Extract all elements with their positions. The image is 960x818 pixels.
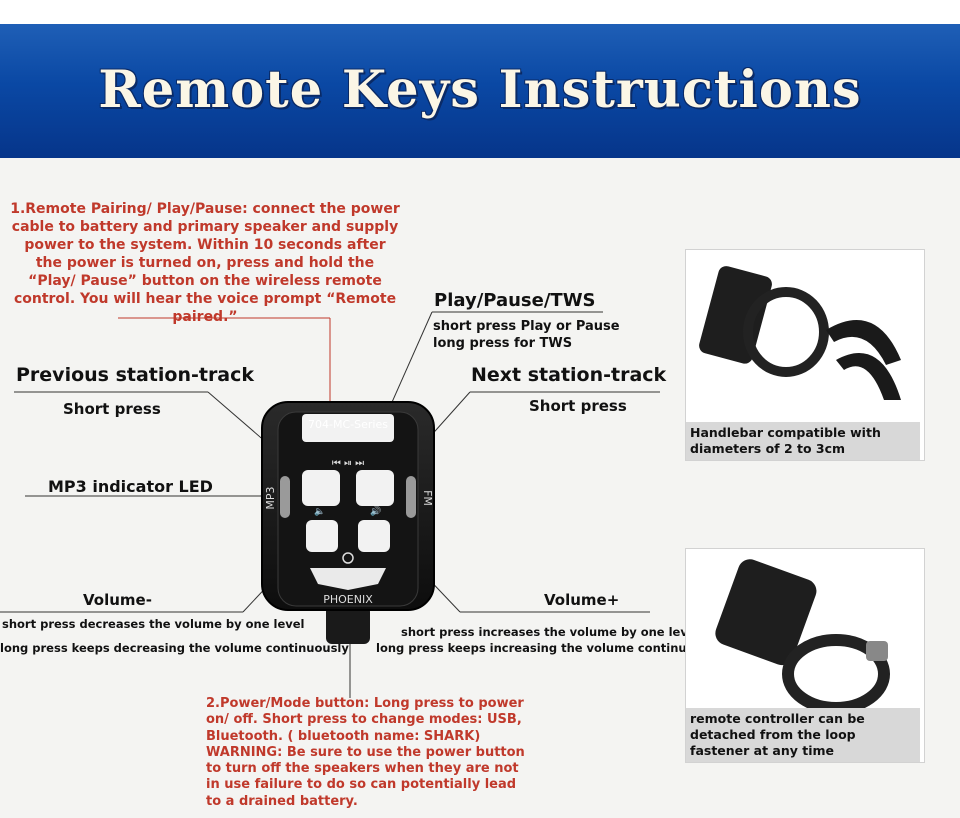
power-mode-instructions: 2.Power/Mode button: Long press to power… [206, 696, 525, 809]
volume-minus-heading: Volume- [83, 591, 152, 609]
brand-label: PHOENIX [323, 593, 373, 606]
detached-remote-image [715, 559, 890, 714]
previous-button[interactable] [302, 470, 340, 506]
detach-caption: remote controller can be detached from t… [686, 708, 920, 762]
fm-led [406, 476, 416, 518]
fm-label: FM [421, 490, 434, 506]
next-button[interactable] [356, 470, 394, 506]
volume-plus-button[interactable] [358, 520, 390, 552]
remote-control: 704-MC-Series ⏮ ⏯ ⏭ 🔈 🔊 MP3 FM PHOENIX [261, 401, 435, 644]
detach-photo: remote controller can be detached from t… [685, 548, 925, 763]
power-mode-button[interactable] [310, 568, 386, 590]
volume-plus-heading: Volume+ [544, 591, 620, 609]
mp3-led [280, 476, 290, 518]
page-title: Remote Keys Instructions [98, 60, 862, 120]
handlebar-mount-image [699, 266, 901, 400]
volume-minus-line2: long press keeps decreasing the volume c… [0, 641, 349, 655]
play-pause-button[interactable] [302, 414, 394, 442]
play-pause-heading: Play/Pause/TWS [434, 290, 596, 311]
title-banner: Remote Keys Instructions [0, 24, 960, 158]
next-heading: Next station-track [471, 364, 667, 386]
volume-down-icon: 🔈 [314, 507, 325, 517]
previous-heading: Previous station-track [16, 364, 255, 386]
pairing-instructions: 1.Remote Pairing/ Play/Pause: connect th… [10, 201, 400, 325]
volume-up-icon: 🔊 [370, 505, 381, 517]
track-icons: ⏮ ⏯ ⏭ [332, 458, 364, 469]
model-label: 704-MC-Series [308, 418, 388, 431]
mp3-label: MP3 [264, 486, 277, 509]
handlebar-caption: Handlebar compatible with diameters of 2… [686, 422, 920, 460]
volume-minus-button[interactable] [306, 520, 338, 552]
top-strip [0, 0, 960, 24]
previous-sub: Short press [63, 400, 161, 418]
next-sub: Short press [529, 397, 627, 415]
handlebar-photo: Handlebar compatible with diameters of 2… [685, 249, 925, 461]
power-icon [342, 552, 354, 564]
volume-plus-line2: long press keeps increasing the volume c… [376, 641, 725, 655]
play-pause-line1: short press Play or Pause [433, 319, 620, 334]
mp3-led-heading: MP3 indicator LED [48, 477, 213, 496]
volume-minus-line1: short press decreases the volume by one … [2, 617, 305, 631]
volume-plus-line1: short press increases the volume by one … [401, 625, 700, 639]
remote-clip [326, 606, 370, 644]
play-pause-line2: long press for TWS [433, 336, 573, 351]
